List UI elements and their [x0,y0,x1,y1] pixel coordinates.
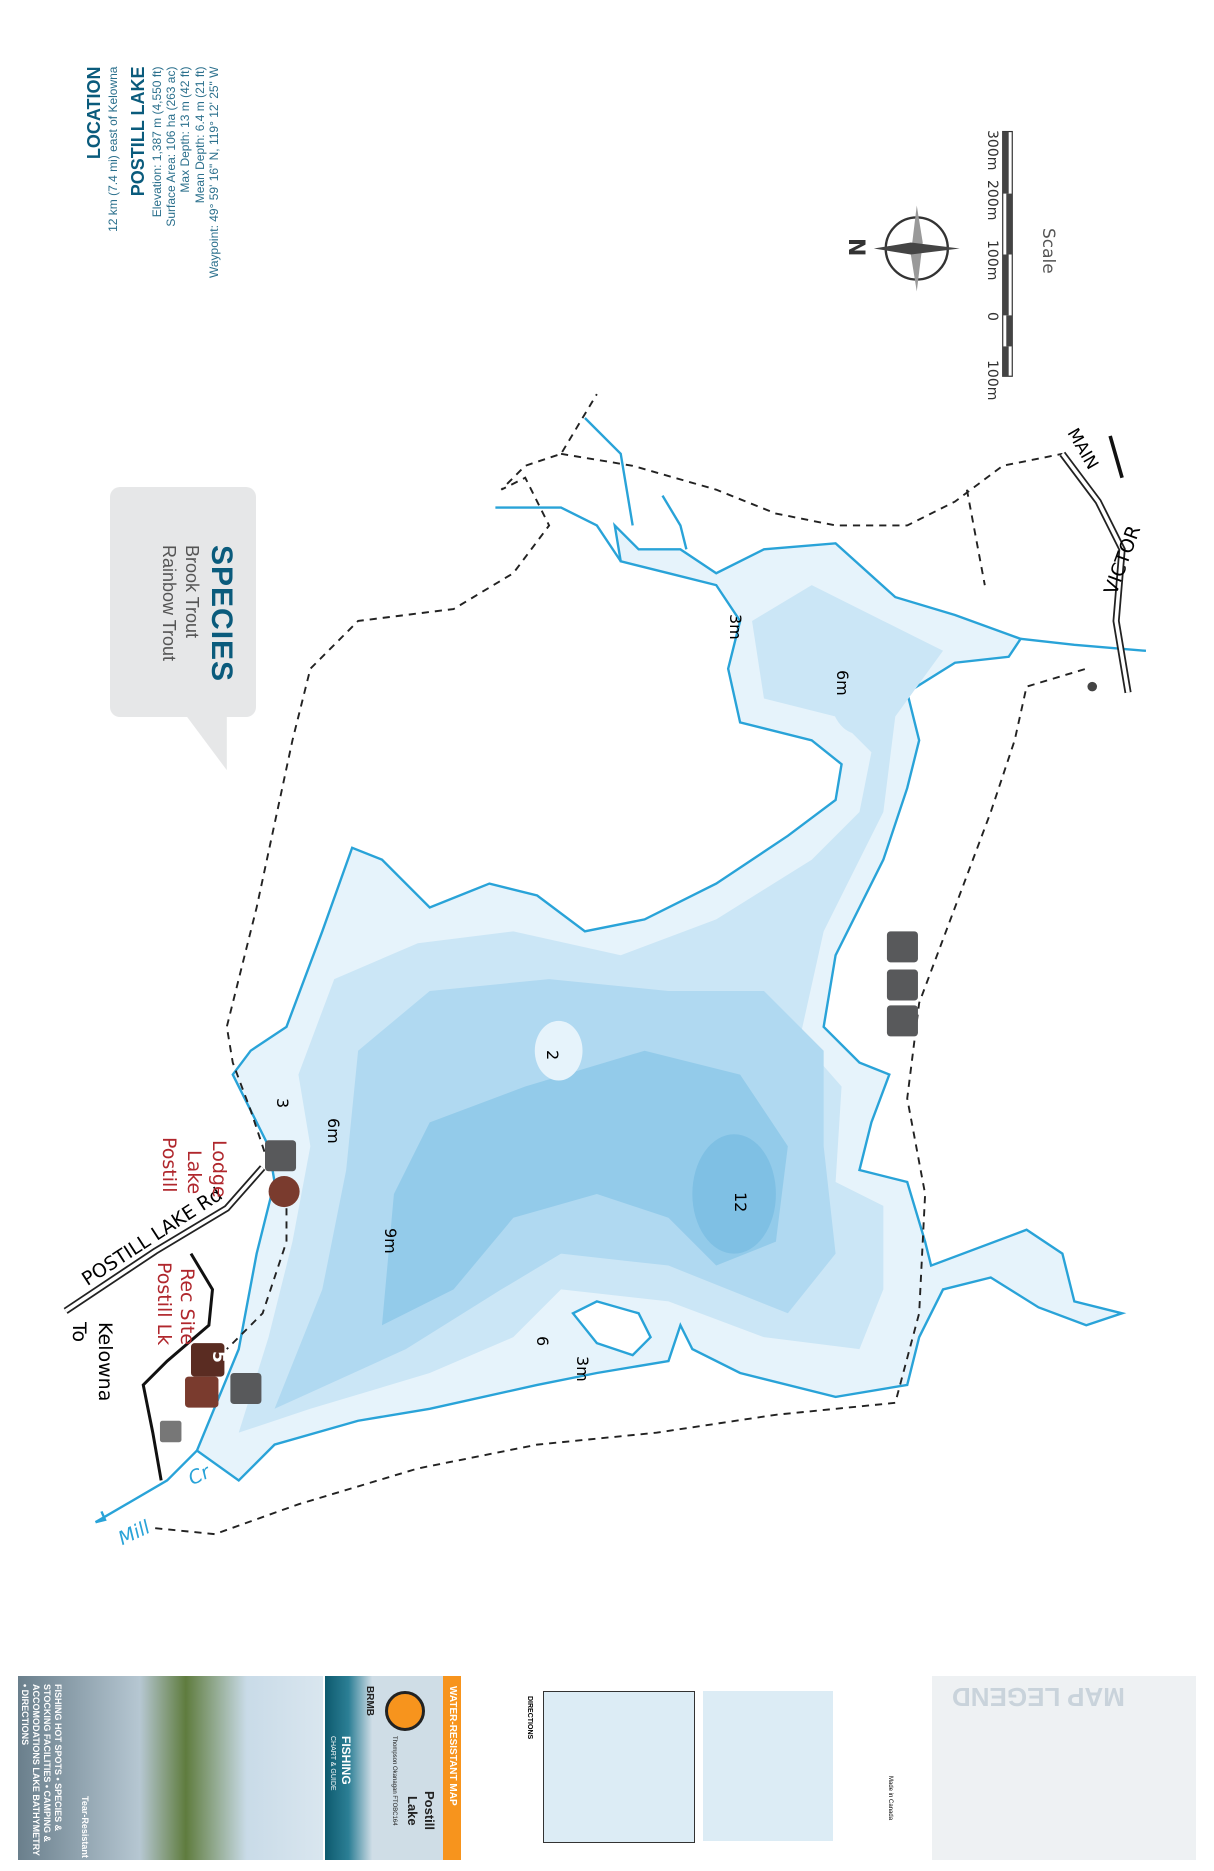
hiking-icon-2 [886,931,918,963]
roads [63,435,1132,1481]
region-overview-map [703,1691,833,1841]
rec-site-number: 5 [208,1351,228,1363]
depth-label: 3 [273,1098,292,1109]
depth-label: 9m [381,1228,400,1254]
to-kelowna-2: Kelowna [94,1322,116,1402]
lake-name: POSTILL LAKE [127,66,148,197]
depth-label: 12 [731,1192,750,1213]
elevation: Elevation: 1,387 m (4,550 ft) [149,66,164,218]
rec-site-5-icon [190,1343,225,1377]
island-shoal [534,1020,583,1081]
species-brook-trout: Brook Trout [182,545,202,639]
water-resistant-label: WATER-RESISTANT MAP [447,1686,458,1806]
cover-title-2: Lake [405,1796,420,1826]
resort-icon [268,1176,300,1208]
directions-map [543,1691,695,1843]
scale-tick-0: 0 [984,312,1000,321]
lake [195,521,1127,1482]
surface-area: Surface Area: 106 ha (263 ac) [163,66,178,227]
depth-label: 3m [573,1356,592,1382]
contour-north-6m [829,650,890,735]
cover-title-panel: FISHING CHART & GUIDE BRMB Thompson Okan… [325,1676,443,1860]
location-distance: 12 km (7.4 mi) east of Kelowna [105,66,120,232]
directions-panel: DIRECTIONS Made in Canada [463,1676,908,1860]
made-in-canada: Made in Canada [887,1776,893,1821]
depth-label: 6 [533,1336,552,1347]
species-heading: SPECIES [205,545,238,683]
backroad-mapbooks-logo [385,1691,425,1731]
depth-label: 3m [726,614,745,640]
depth-label: 6m [324,1118,343,1144]
biking-icon [886,1005,918,1037]
location-heading: LOCATION [84,66,104,160]
scale-tick-100: 100m [984,240,1000,281]
region-code: Thompson Okanagan FTOBC164 [391,1736,397,1826]
depth-label: 6m [833,670,852,696]
max-depth: Max Depth: 13 m (42 ft) [178,66,193,193]
cover-tagline: FISHING HOT SPOTS • SPECIES & STOCKING F… [20,1684,63,1856]
brand-logo: BRMB [364,1686,375,1716]
map-legend-title: MAP LEGEND [952,1682,1125,1712]
gate-icon [1087,681,1098,692]
contour-9m [381,1050,788,1326]
toilet-icon [159,1420,182,1443]
camping-icon [185,1376,219,1408]
scale-tick-300: 300m [984,130,1000,171]
map-legend-panel: MAP LEGEND [932,1676,1196,1860]
boat-launch-icon [265,1140,297,1172]
lake-info: LOCATION 12 km (7.4 mi) east of Kelowna … [84,67,222,278]
cover-photo-panel: FISHING HOT SPOTS • SPECIES & STOCKING F… [18,1676,323,1860]
mean-depth: Mean Depth: 6.4 m (21 ft) [192,66,207,204]
scale-label: Scale [1038,228,1058,274]
rec-site-label-2: Rec Site [176,1268,198,1346]
depth-label: 2 [543,1050,562,1061]
scale-tick-neg100: 100m [984,360,1000,401]
compass [873,205,960,292]
directions-label: DIRECTIONS [526,1696,533,1740]
lodge-label-2: Lake [183,1150,205,1195]
lodge-label-1: Postill [158,1137,180,1193]
contour-12m [692,1134,776,1254]
species-callout-pointer [185,714,227,771]
lodge-label-3: Lodge [208,1140,230,1198]
species-rainbow-trout: Rainbow Trout [159,545,179,662]
scale-tick-200: 200m [984,180,1000,221]
poi-icons [159,681,1098,1443]
scale-bar [1002,130,1013,377]
trails [155,393,1087,1536]
hiking-icon [886,969,918,1001]
island [571,1300,653,1357]
species-callout: SPECIES Brook Trout Rainbow Trout [110,487,256,717]
cover-title-1: Postill [422,1791,437,1831]
tear-resistant: Tear-Resistant [80,1796,90,1858]
water-resistant-strip: WATER-RESISTANT MAP [443,1676,461,1860]
chart-guide-label: CHART & GUIDE [329,1736,336,1791]
waypoint: Waypoint: 49° 59' 16" N, 119° 12' 25" W [207,66,222,278]
north-label: N [843,238,868,257]
fishing-label: FISHING [339,1736,353,1785]
boat-launch-icon-2 [230,1372,262,1405]
to-kelowna-1: To [68,1322,90,1343]
rec-site-label-1: Postill Lk [153,1262,175,1346]
